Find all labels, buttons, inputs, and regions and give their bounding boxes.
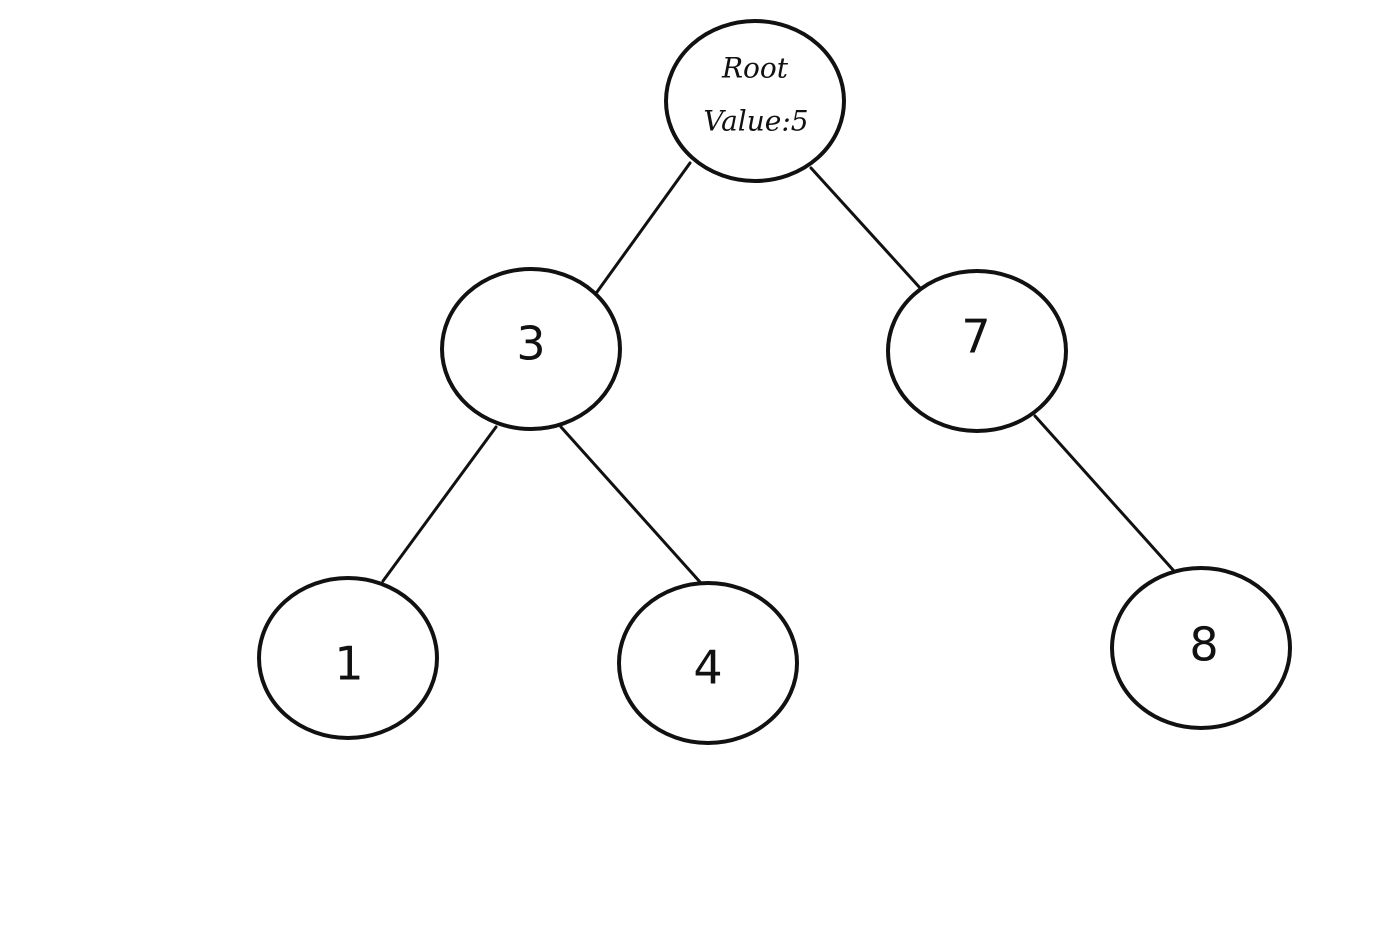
- node-8-value: 8: [1189, 618, 1218, 672]
- node-1-value: 1: [334, 637, 363, 691]
- root-node-value: Value:5: [703, 105, 808, 138]
- edge-root-to-7: [809, 166, 923, 291]
- edge-7-to-8: [1033, 414, 1176, 573]
- node-4-circle: [617, 581, 799, 745]
- root-node-circle: [664, 19, 846, 183]
- edge-3-to-4: [559, 425, 702, 584]
- node-4-value: 4: [693, 641, 722, 695]
- node-1-circle: [257, 576, 439, 740]
- node-8-circle: [1110, 566, 1292, 730]
- node-7-value: 7: [961, 310, 990, 364]
- tree-node-1: 1: [257, 576, 439, 740]
- tree-edges: [381, 161, 1176, 584]
- node-7-circle: [886, 269, 1068, 433]
- tree-node-8: 8: [1110, 566, 1292, 730]
- tree-node-4: 4: [617, 581, 799, 745]
- root-node-label: Root: [721, 52, 789, 85]
- node-3-circle: [440, 267, 622, 431]
- edge-3-to-1: [381, 425, 498, 583]
- tree-node-root: Root Value:5: [664, 19, 846, 183]
- edge-root-to-3: [595, 161, 692, 294]
- tree-node-3: 3: [440, 267, 622, 431]
- node-3-value: 3: [516, 317, 545, 371]
- tree-node-7: 7: [886, 269, 1068, 433]
